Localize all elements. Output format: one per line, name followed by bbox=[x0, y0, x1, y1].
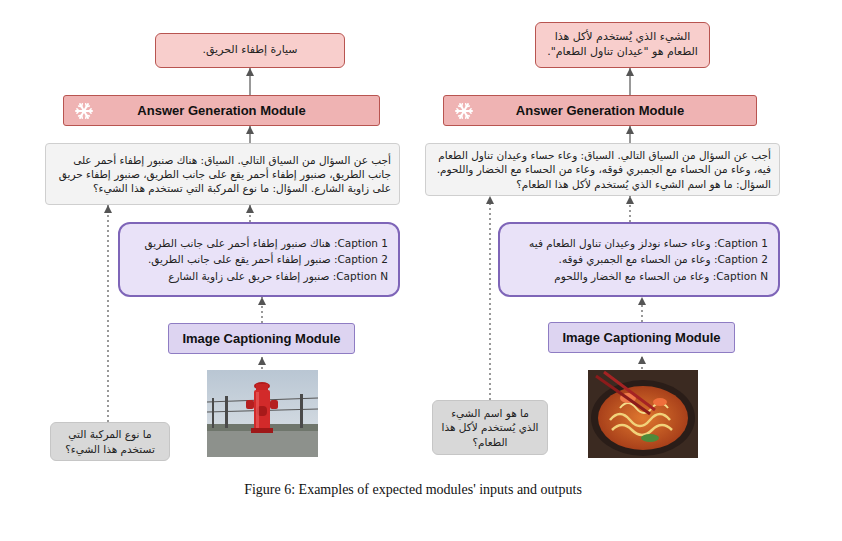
node-text: Image Captioning Module bbox=[559, 330, 724, 345]
node-text: Caption N: وعاء من الحساء مع الخضار والل… bbox=[510, 268, 768, 284]
node-text: أجب عن السؤال من السياق التالي. السياق: … bbox=[54, 153, 391, 196]
question-box: ما هو اسم الشيء الذي يُستخدم لأكل هذا ال… bbox=[432, 400, 548, 455]
node-text: Image Captioning Module bbox=[179, 331, 344, 346]
question-box: ما نوع المركبة التي تستخدم هذا الشيء؟ bbox=[50, 422, 170, 461]
connector-arrow bbox=[249, 126, 250, 143]
connector-arrow bbox=[107, 205, 108, 422]
answer-box: سيارة إطفاء الحريق. bbox=[155, 33, 345, 68]
node-text: ما هو اسم الشيء الذي يُستخدم لأكل هذا ال… bbox=[440, 406, 540, 449]
module-box: Image Captioning Module bbox=[548, 322, 735, 353]
node-text: ما نوع المركبة التي تستخدم هذا الشيء؟ bbox=[58, 427, 162, 455]
module-box: Answer Generation Module bbox=[443, 95, 757, 126]
caption-list-box: Caption 1: هناك صنبور إطفاء أحمر على جان… bbox=[118, 222, 400, 297]
image-arrow bbox=[641, 356, 642, 369]
figure-caption: Figure 6: Examples of expected modules' … bbox=[0, 482, 826, 498]
node-text: الشيء الذي يُستخدم لأكل هذا الطعام هو "ع… bbox=[544, 30, 701, 60]
node-text: Caption 2: وعاء من الحساء مع الجمبري فوق… bbox=[510, 251, 768, 267]
connector-arrow bbox=[629, 196, 630, 222]
connector-arrow bbox=[249, 68, 250, 95]
node-text: Caption 2: صنبور إطفاء أحمر يقع على جانب… bbox=[130, 251, 388, 267]
prompt-box: أجب عن السؤال من السياق التالي. السياق: … bbox=[425, 143, 780, 196]
connector-arrow bbox=[641, 297, 642, 322]
answer-box: الشيء الذي يُستخدم لأكل هذا الطعام هو "ع… bbox=[535, 22, 710, 68]
image-arrow bbox=[261, 357, 262, 369]
snowflake-icon bbox=[454, 101, 474, 121]
prompt-box: أجب عن السؤال من السياق التالي. السياق: … bbox=[45, 143, 400, 205]
connector-arrow bbox=[249, 205, 250, 222]
node-text: Caption N: صنبور إطفاء حريق على زاوية ال… bbox=[130, 268, 388, 284]
node-text: Caption 1: هناك صنبور إطفاء أحمر على جان… bbox=[130, 235, 388, 251]
soup-photo bbox=[588, 370, 698, 458]
connector-arrow bbox=[629, 68, 630, 95]
node-text: Answer Generation Module bbox=[454, 103, 746, 118]
node-text: أجب عن السؤال من السياق التالي. السياق: … bbox=[434, 148, 771, 191]
module-box: Image Captioning Module bbox=[168, 323, 355, 354]
module-box: Answer Generation Module bbox=[63, 95, 380, 126]
caption-list-box: Caption 1: وعاء حساء نودلز وعيدان تناول … bbox=[498, 222, 780, 297]
snowflake-icon bbox=[74, 101, 94, 121]
connector-arrow bbox=[261, 297, 262, 323]
connector-arrow bbox=[629, 126, 630, 143]
connector-arrow bbox=[489, 196, 490, 400]
node-text: Caption 1: وعاء حساء نودلز وعيدان تناول … bbox=[510, 235, 768, 251]
node-text: Answer Generation Module bbox=[74, 103, 369, 118]
node-text: سيارة إطفاء الحريق. bbox=[164, 43, 336, 58]
hydrant-photo bbox=[207, 370, 318, 457]
